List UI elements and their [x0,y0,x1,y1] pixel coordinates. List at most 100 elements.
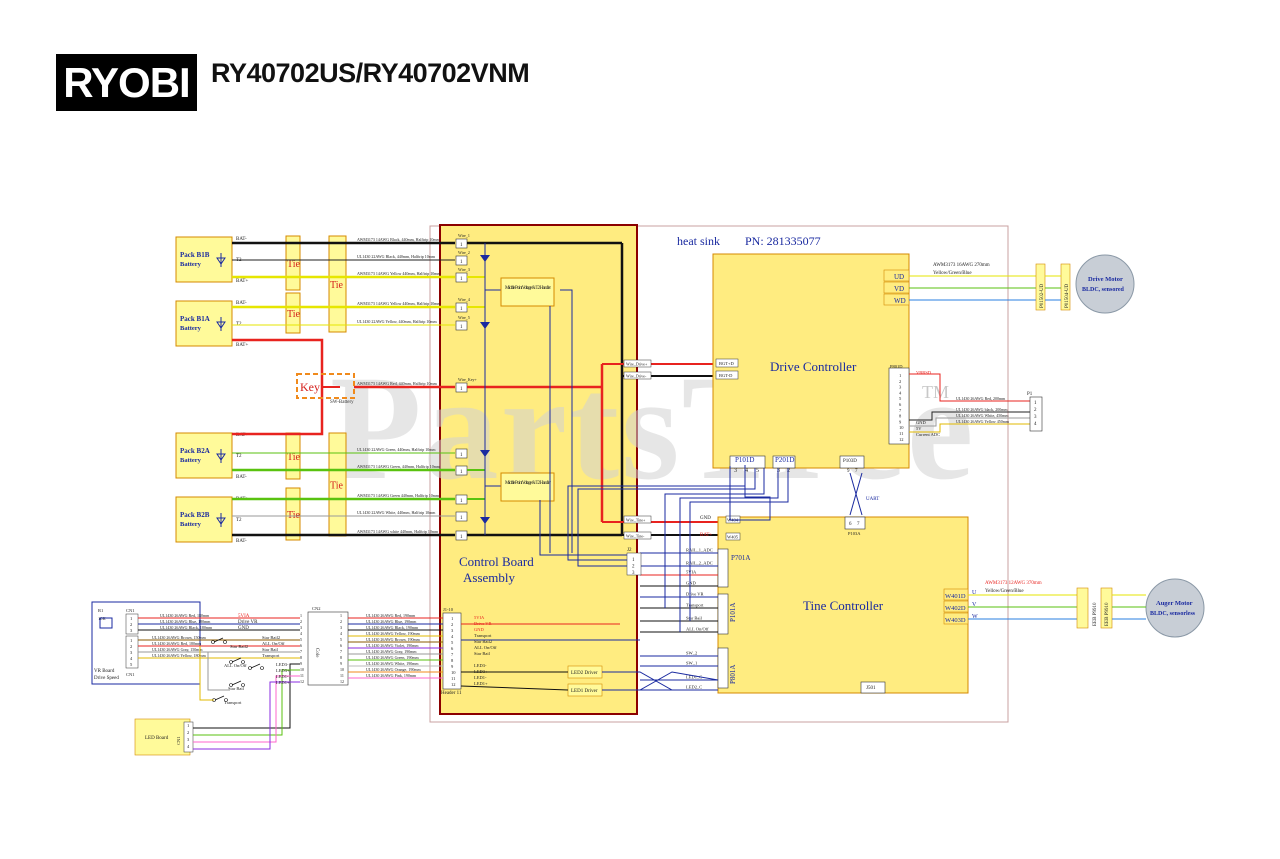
led1-driver-label: LED1 Driver [571,689,598,694]
pin-number: 2 [300,619,302,624]
pin-number: 2 [340,619,342,624]
pin-number: 1 [130,638,132,643]
led-signal-label: LED3+ [276,668,290,673]
bus-terminal-label: Wire_Tine- [626,534,645,539]
pin-number: 7 [451,652,454,657]
vr-wire-label: UL1430 26AWG Red, 180mm [160,613,210,619]
pin-number: 12 [340,679,344,684]
wire-label: AWM3173 14AWG Yellow 440mm, Halftrip 10m… [357,271,441,277]
diode [480,517,490,524]
battery-pack-name: Pack B2B [180,511,210,519]
tine-controller [717,516,969,694]
terminal-pin: 1 [460,387,463,392]
led-wire [193,675,300,743]
vr-wire-label: UL1430 26AWG Black, 180mm [160,625,213,631]
pin-number: 6 [899,402,902,407]
vr-signal-label: GND [238,626,249,631]
battery-pack-sub: Battery [180,261,202,268]
pin-number: 2 [632,565,635,570]
terminal-pin: 1 [460,470,463,475]
battery-diode-arrow [216,257,226,265]
p103d-connector [839,455,865,469]
p1-wire-label: UL1430 26AWG Yellow 450mm [956,419,1010,424]
tine-phase-letter: V [972,602,977,608]
p801a-label: P801A [729,665,737,684]
terminal-name: Wire_4 [458,297,470,302]
drive-controller-title: Drive Controller [770,359,857,374]
header-11-connector [442,612,462,690]
pin-number: 3 [899,385,902,390]
pin-number: 9 [451,664,454,669]
tine-phase-letter: W [972,614,978,620]
terminal-pin: 1 [460,535,463,540]
pin-number: 7 [899,408,902,413]
pin-number: 4 [899,390,902,395]
cn2-label: CN2 [312,606,321,611]
vr-board-title: Drive Speed [94,676,119,681]
switch-wire-label: UL1430 26AWG Yellow, 180mm [152,653,207,659]
header-signal-label: GND [474,627,484,632]
uart-wire [849,472,863,516]
led-driver-wire [602,671,719,691]
pin-number: 8 [340,655,342,660]
header-signal-label: Star Bail [474,651,491,656]
pin-number: 2 [130,622,132,627]
pin-number: 3 [1034,415,1037,420]
harness-wire-label: UL1430 26AWG Blue, 190mm [366,619,417,625]
p103a-label: P103A [848,531,861,536]
harness-wire-label: UL1430 26AWG White, 190mm [366,661,419,667]
pin-number: 2 [899,379,901,384]
tine-port-label: W402D [945,605,966,612]
header-signal-label: LED3- [474,663,487,668]
pin-number: 1 [451,616,453,621]
pin-number: 12 [451,682,456,687]
battery-pack-box [175,236,233,283]
harness-wire-label: UL1430 26AWG Yellow, 190mm [366,631,421,637]
vr-signal-label: 5VIA [238,614,250,619]
key-switch[interactable] [296,373,355,399]
drive-motor [1075,254,1135,314]
drive-motor-connector [1060,263,1071,311]
pin-number: 5 [130,662,133,667]
mpv-signal [539,500,627,556]
bus-terminal-label: Wire_Tine+ [626,518,646,523]
p801d-label: P801D [890,364,903,369]
p101d-connector [729,455,766,469]
battery-terminal-mid: T2 [236,454,242,459]
pin-number: 7 [857,522,860,527]
battery-diode-arrow [216,321,226,329]
drive-battery-input-label: BGT+D [719,361,735,366]
mpv-signal [560,289,573,553]
vr-board-outline [91,601,201,685]
p101a-label: P101A [729,603,737,622]
pin-number: 3 [300,625,302,630]
p801d-signal: 5V [916,426,922,431]
switch-contact [241,660,245,664]
p101d-label: P101D [735,456,754,464]
pin-number: 12 [300,679,304,684]
terminal-block [455,320,468,331]
heat-sink-outline [429,225,1009,723]
battery-terminal-top: BAT+ [236,433,248,438]
control-signal-label: RAIL_1_ADC [686,548,713,553]
led-signal-label: LED1- [276,674,289,679]
tie-label: Tie [287,259,301,270]
switch-contact [224,698,228,702]
pin-number: 11 [451,676,455,681]
terminal-pin: 1 [460,499,463,504]
control-signal-label: RAIL_2_ADC [686,561,713,566]
switch-contact [241,683,245,687]
bus-terminal-label: Wire_Drive+ [626,362,648,367]
drive-battery-input [715,370,739,380]
control-signal-label: SW_1 [686,661,697,666]
harness-wire-label: UL1430 26AWG Brown, 190mm [366,637,421,643]
p1-wire-label: UL1430 26AWG Red, 200mm [956,396,1006,402]
control-board-label-2: Assembly [463,570,516,585]
drive-port-label: VD [894,285,904,293]
p1-wire-label: UL1430 26AWG White, 450mm [956,413,1009,419]
tine-controller-title: Tine Controller [803,598,884,613]
